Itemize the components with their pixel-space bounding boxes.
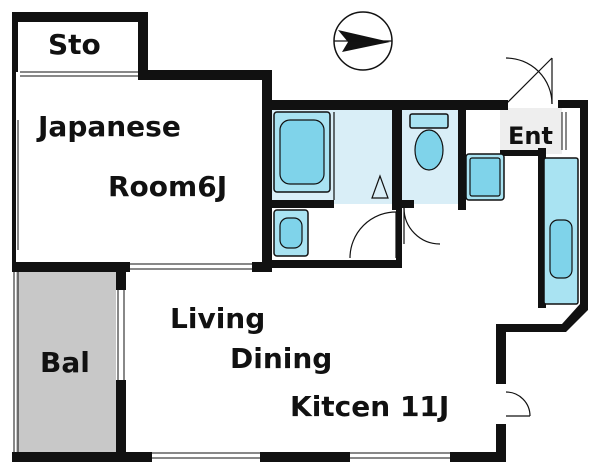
wall [12,262,130,272]
entrance-floor [500,108,562,154]
wall [12,12,18,72]
storage-label: Sto [48,28,101,61]
wall [496,304,588,332]
wall [500,150,546,156]
entrance-label: Ent [508,122,553,150]
ldk-label-line1: Living [170,302,265,335]
wall [262,260,402,268]
balcony-floor [16,268,116,452]
kitchen-sink-icon [543,157,579,305]
window-japanese-bottom [130,263,252,270]
kitchen-door [505,391,531,417]
wall [138,70,272,80]
wall [116,270,126,290]
wall [14,12,148,22]
balcony-label: Bal [40,346,90,379]
wall [392,100,402,210]
window-balcony-divider [117,290,125,380]
window-bottom [152,452,450,459]
wall [396,208,402,268]
window-storage-bottom [20,71,138,77]
wall [262,70,272,270]
washroom-door [349,211,397,259]
wall [260,452,350,462]
ldk-label-line2: Dining [230,342,332,375]
wall [496,324,506,384]
wall [262,100,508,110]
wall [538,148,546,308]
wall [558,100,582,108]
window-japanese-left [13,120,19,250]
compass-icon [333,11,393,71]
shower-area-icon [333,112,389,200]
window-entrance [561,112,567,150]
balcony-outline [13,272,19,452]
bathtub-icon [273,111,331,193]
washer-pan-icon [465,153,505,201]
wall [116,380,126,460]
toilet-door [403,207,441,245]
wall [580,100,588,310]
wall [458,100,466,210]
japanese-room-label-line1: Japanese [36,110,181,143]
wall [402,200,414,208]
wall [12,452,152,462]
toilet-icon [409,113,449,171]
washbasin-icon [273,209,309,257]
japanese-room-label-line2: Room6J [108,170,227,203]
wall [496,424,506,462]
wall [138,12,148,76]
wall [450,452,506,462]
ldk-label-line3: Kitcen 11J [290,390,449,423]
wall [262,200,334,208]
entrance-door [505,57,553,105]
